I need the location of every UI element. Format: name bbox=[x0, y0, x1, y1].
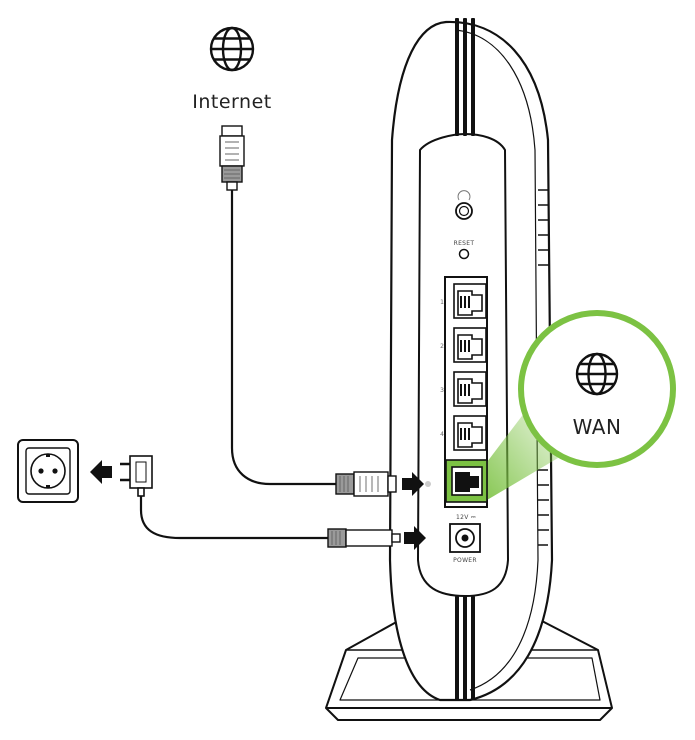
wan-label: WAN bbox=[573, 415, 622, 439]
power-plug bbox=[327, 528, 401, 548]
router-top-vents bbox=[455, 18, 475, 136]
port-number-4: 4 bbox=[440, 431, 444, 438]
port-number-1: 1 bbox=[440, 299, 444, 306]
lan-port-3[interactable] bbox=[453, 371, 487, 407]
power-outlet-icon bbox=[17, 439, 79, 503]
lan-port-1[interactable] bbox=[453, 283, 487, 319]
lan-port-4[interactable] bbox=[453, 415, 487, 451]
reset-label: RESET bbox=[454, 240, 475, 247]
voltage-label: 12V ⎓ bbox=[456, 514, 476, 521]
power-jack[interactable] bbox=[449, 523, 481, 553]
router-bottom-vents bbox=[455, 596, 475, 700]
lan-port-2[interactable] bbox=[453, 327, 487, 363]
arrow-right-icon bbox=[402, 472, 424, 496]
globe-icon bbox=[209, 26, 255, 72]
reset-button[interactable] bbox=[455, 190, 473, 260]
led-indicator bbox=[458, 248, 470, 260]
port-number-3: 3 bbox=[440, 387, 444, 394]
ethernet-cable bbox=[230, 190, 336, 486]
wan-callout: WAN bbox=[518, 310, 676, 468]
ethernet-plug-wan bbox=[335, 471, 397, 497]
power-adapter-icon bbox=[120, 455, 153, 497]
globe-icon bbox=[575, 352, 619, 396]
power-label: POWER bbox=[453, 557, 477, 564]
power-cable bbox=[139, 496, 328, 540]
wan-indicator-dot bbox=[425, 481, 431, 487]
wan-port[interactable] bbox=[445, 459, 488, 503]
ethernet-plug-top bbox=[219, 125, 245, 191]
internet-label: Internet bbox=[192, 91, 271, 113]
arrow-left-icon bbox=[90, 460, 112, 484]
port-number-2: 2 bbox=[440, 343, 444, 350]
arrow-right-icon bbox=[404, 526, 426, 550]
